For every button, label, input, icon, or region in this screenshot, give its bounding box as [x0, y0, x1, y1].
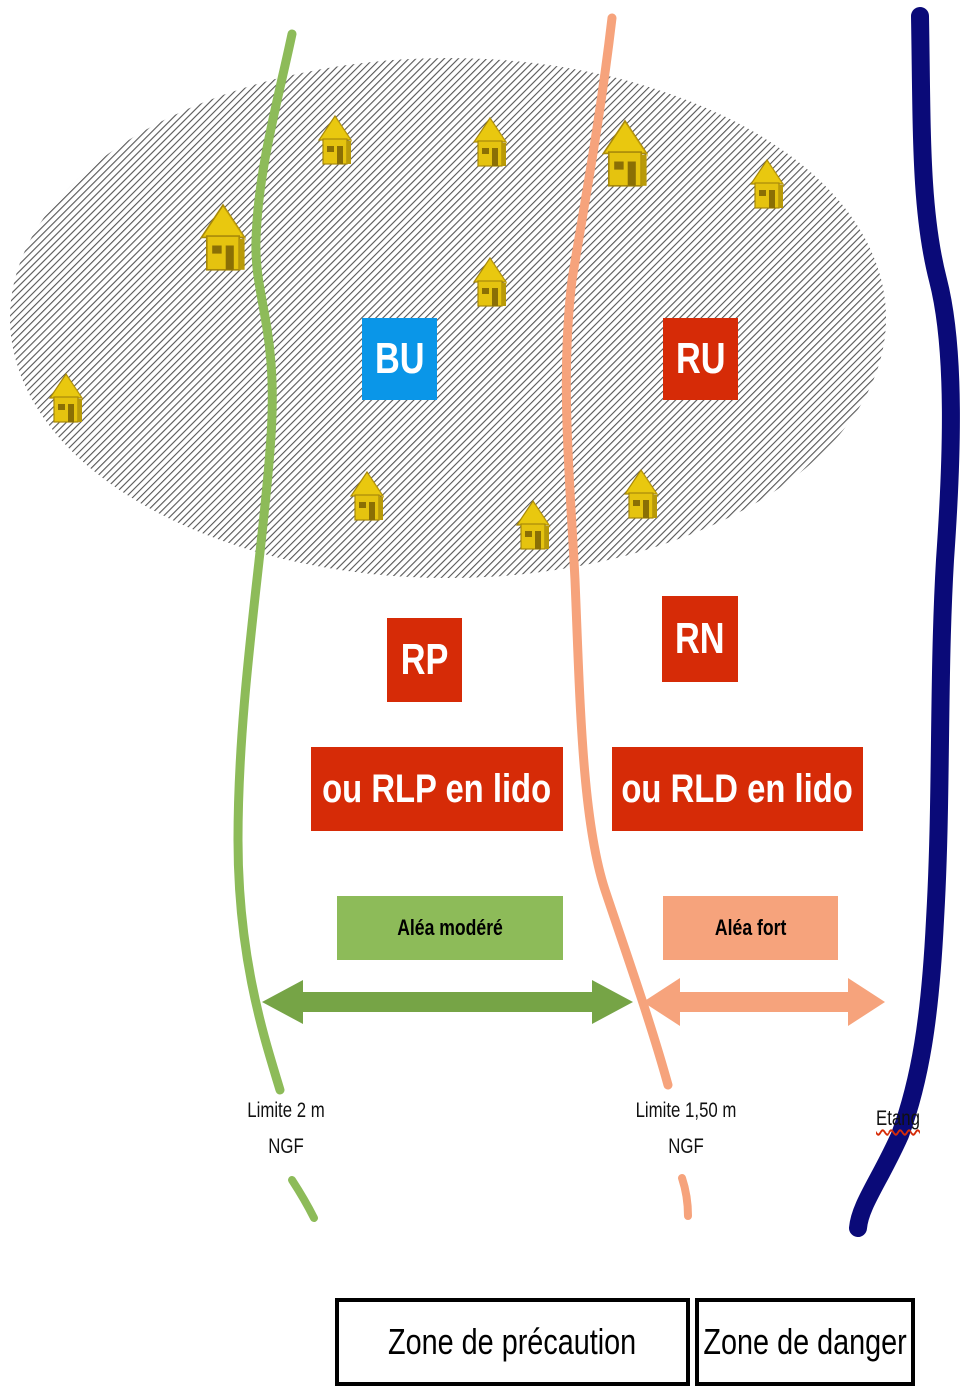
- limit-2m-note: Limite 2 m NGF: [238, 1093, 334, 1165]
- strong-hazard-arrow: [643, 978, 885, 1026]
- zone-rld-label: ou RLD en lido: [612, 747, 863, 831]
- moderate-hazard-text: Aléa modéré: [397, 915, 503, 940]
- strong-hazard-text: Aléa fort: [714, 915, 787, 940]
- zone-rlp-text: ou RLP en lido: [322, 766, 552, 811]
- pond-label: Etang: [876, 1107, 920, 1130]
- zone-bu-label: BU: [362, 318, 437, 400]
- limit-2m-line: [233, 29, 297, 1095]
- moderate-hazard-label: Aléa modéré: [337, 896, 563, 960]
- moderate-hazard-arrow: [262, 980, 633, 1024]
- limit-2m-unit: NGF: [268, 1135, 304, 1158]
- zone-rp-text: RP: [400, 635, 449, 684]
- urban-area: [10, 58, 886, 578]
- limit-150m-unit: NGF: [668, 1135, 704, 1158]
- zone-rlp-label: ou RLP en lido: [311, 747, 563, 831]
- zone-rn-text: RN: [675, 614, 725, 663]
- limit-150m-text: Limite 1,50 m: [635, 1099, 737, 1122]
- danger-zone-box: Zone de danger: [695, 1298, 915, 1386]
- precaution-zone-text: Zone de précaution: [388, 1321, 637, 1362]
- strong-hazard-label: Aléa fort: [663, 896, 838, 960]
- limit-2m-text: Limite 2 m: [247, 1099, 325, 1122]
- danger-zone-text: Zone de danger: [703, 1321, 907, 1362]
- zone-ru-label: RU: [663, 318, 738, 400]
- limit-150m-note: Limite 1,50 m NGF: [630, 1093, 742, 1165]
- limit-150m-line: [561, 13, 673, 1090]
- zone-ru-text: RU: [675, 334, 726, 383]
- limit-2m-line-end: [288, 1176, 318, 1222]
- zone-bu-text: BU: [374, 334, 425, 383]
- zone-rp-label: RP: [387, 618, 462, 702]
- pond-shoreline: [849, 7, 960, 1237]
- zone-rn-label: RN: [662, 596, 738, 682]
- zone-rld-text: ou RLD en lido: [621, 766, 854, 811]
- limit-150m-line-end: [678, 1174, 692, 1220]
- pond-note: Etang: [866, 1101, 930, 1137]
- precaution-zone-box: Zone de précaution: [335, 1298, 690, 1386]
